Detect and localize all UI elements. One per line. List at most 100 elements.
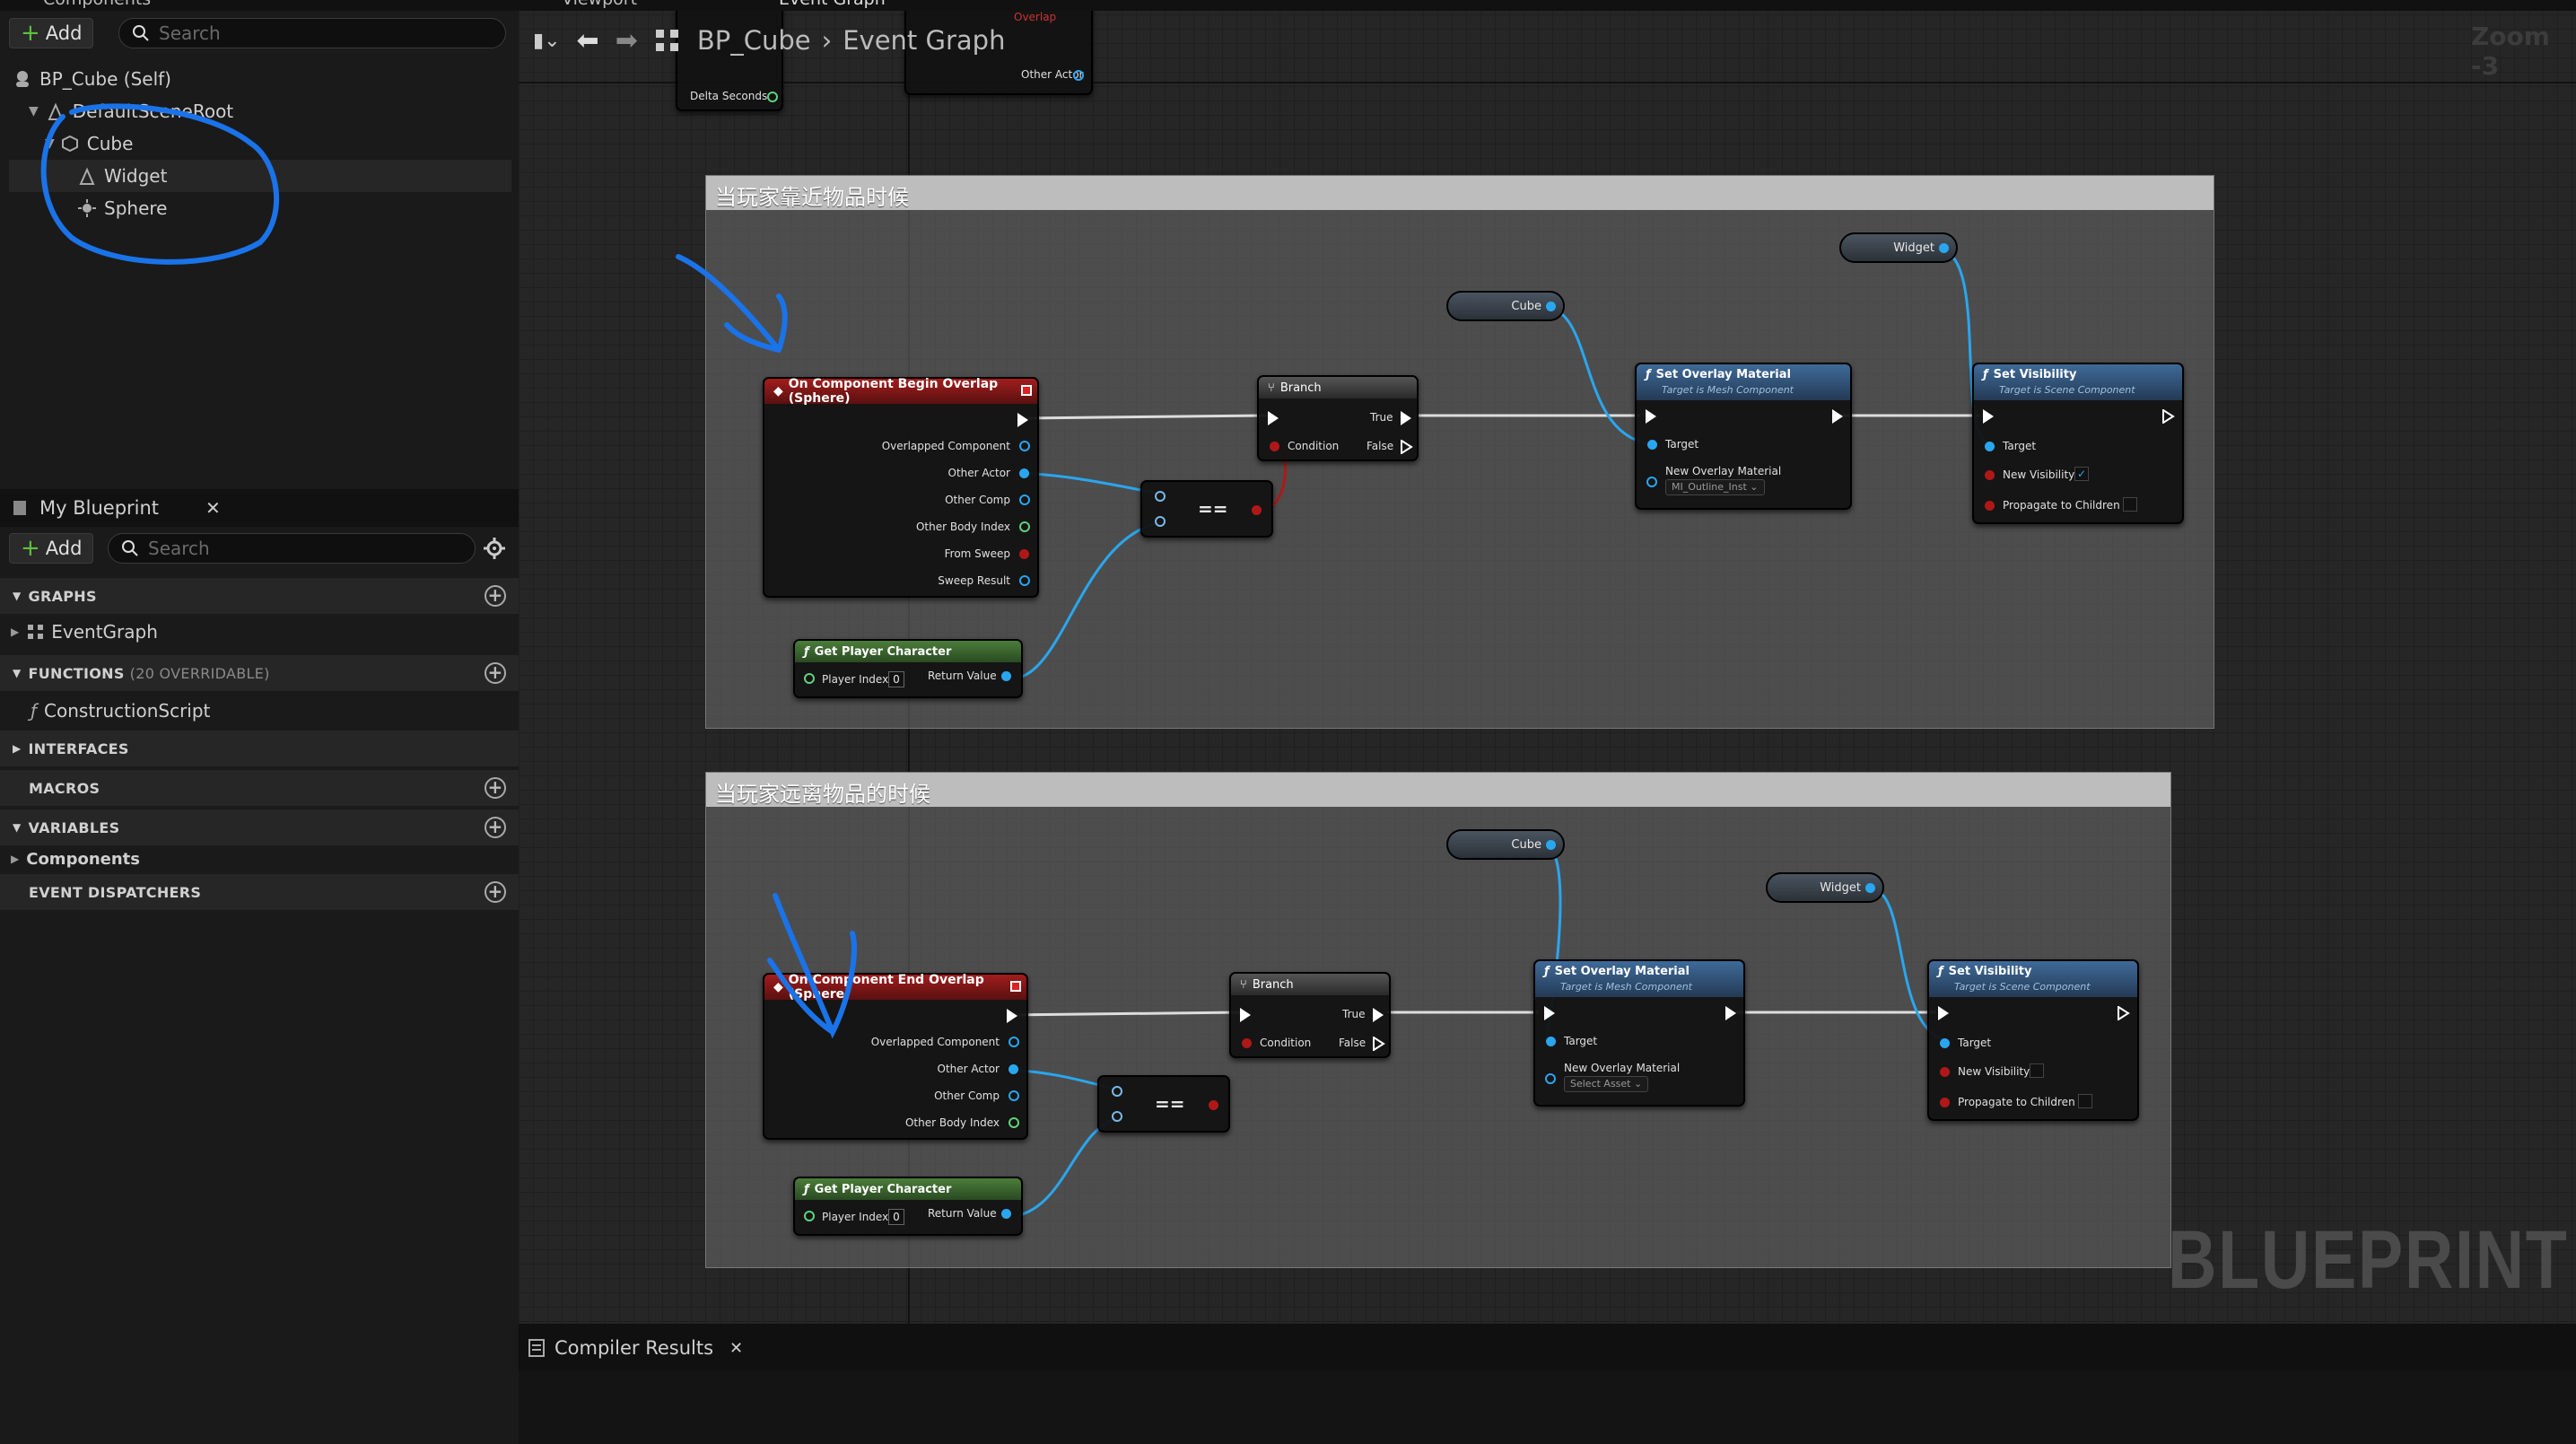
object-pin-icon[interactable] [1646, 477, 1657, 487]
tree-item-event-graph[interactable]: ▶ EventGraph [11, 616, 158, 648]
branch-node[interactable]: ⑂ Branch True Condition False [1229, 972, 1391, 1058]
int-pin-icon[interactable] [804, 1211, 815, 1221]
object-pin-icon[interactable] [1985, 442, 1995, 451]
float-pin-icon[interactable] [767, 92, 778, 102]
equals-node[interactable]: == [1097, 1075, 1230, 1133]
new-visibility-checkbox[interactable] [2030, 1063, 2044, 1078]
exec-in-pin-icon[interactable] [1268, 411, 1279, 425]
components-search-input[interactable]: Search [118, 18, 506, 48]
bool-pin-icon[interactable] [1252, 505, 1262, 515]
exec-out-pin-icon[interactable] [1401, 411, 1411, 425]
set-visibility-node[interactable]: ƒ Set Visibility Target is Scene Compone… [1927, 959, 2139, 1121]
my-blueprint-tab[interactable]: My Blueprint ✕ [11, 489, 221, 527]
material-asset-dropdown[interactable]: Select Asset ⌄ [1564, 1076, 1649, 1092]
bool-pin-icon[interactable] [1940, 1098, 1950, 1107]
object-pin-icon[interactable] [1546, 840, 1556, 850]
object-pin-icon[interactable] [1546, 1037, 1556, 1046]
exec-out-pin-icon[interactable] [1401, 440, 1413, 454]
player-index-field[interactable]: 0 [888, 671, 904, 687]
my-blueprint-search-input[interactable]: Search [108, 533, 476, 564]
exec-in-pin-icon[interactable] [1646, 409, 1656, 424]
exec-out-pin-icon[interactable] [1373, 1008, 1384, 1022]
int-pin-icon[interactable] [804, 673, 815, 684]
delegate-pin-icon[interactable] [1010, 981, 1021, 992]
bool-pin-icon[interactable] [1209, 1100, 1218, 1110]
propagate-checkbox[interactable] [2078, 1094, 2092, 1108]
object-pin-icon[interactable] [1546, 302, 1556, 311]
breadcrumb-graph[interactable]: Event Graph [843, 25, 1006, 56]
object-pin-icon[interactable] [1647, 440, 1657, 450]
object-pin-icon[interactable] [1009, 1064, 1018, 1074]
exec-in-pin-icon[interactable] [1544, 1006, 1555, 1020]
add-macro-icon[interactable]: + [485, 777, 506, 799]
int-pin-icon[interactable] [1009, 1117, 1019, 1128]
object-pin-icon[interactable] [1939, 243, 1949, 253]
cube-variable-node[interactable]: Cube [1446, 829, 1565, 860]
equals-node[interactable]: == [1140, 480, 1273, 538]
object-pin-icon[interactable] [1073, 70, 1084, 81]
object-pin-icon[interactable] [1019, 441, 1030, 451]
get-player-character-node[interactable]: ƒ Get Player Character Player Index 0 Re… [793, 639, 1023, 698]
object-pin-icon[interactable] [1155, 516, 1166, 527]
bool-pin-icon[interactable] [1270, 442, 1279, 451]
object-pin-icon[interactable] [1009, 1037, 1019, 1047]
set-overlay-material-node[interactable]: ƒ Set Overlay Material Target is Mesh Co… [1635, 363, 1852, 510]
bool-pin-icon[interactable] [1985, 501, 1995, 511]
object-pin-icon[interactable] [1112, 1111, 1122, 1122]
set-overlay-material-node[interactable]: ƒ Set Overlay Material Target is Mesh Co… [1533, 959, 1745, 1107]
components-add-button[interactable]: + Add [9, 18, 94, 48]
settings-gear-icon[interactable] [483, 537, 506, 560]
exec-out-pin-icon[interactable] [1373, 1037, 1385, 1051]
delegate-pin-icon[interactable] [1021, 385, 1032, 396]
cube-variable-node[interactable]: Cube [1446, 291, 1565, 321]
bool-pin-icon[interactable] [1019, 549, 1029, 559]
bookmark-icon[interactable]: ▮⌄ [533, 29, 561, 52]
bool-pin-icon[interactable] [1242, 1038, 1252, 1048]
partial-overlap-node[interactable]: Overlap Other Actor [904, 0, 1093, 95]
compiler-results-tab[interactable]: Compiler Results ✕ [528, 1333, 743, 1363]
section-graphs[interactable]: ▼ GRAPHS + [0, 578, 519, 614]
bool-pin-icon[interactable] [1985, 470, 1995, 480]
get-player-character-node[interactable]: ƒ Get Player Character Player Index 0 Re… [793, 1177, 1023, 1236]
object-pin-icon[interactable] [1009, 1090, 1019, 1101]
graph-canvas[interactable]: Delta Seconds Overlap Other Actor 当玩家靠近物… [519, 0, 2576, 1324]
widget-variable-node[interactable]: Widget [1839, 232, 1958, 263]
new-visibility-checkbox[interactable]: ✓ [2074, 467, 2089, 481]
forward-arrow-icon[interactable]: ➡ [615, 24, 638, 57]
object-pin-icon[interactable] [1019, 494, 1030, 505]
exec-out-pin-icon[interactable] [2162, 409, 2175, 424]
tree-item-components[interactable]: ▶ Components [11, 844, 140, 874]
close-icon[interactable]: ✕ [729, 1338, 744, 1358]
widget-variable-node[interactable]: Widget [1766, 872, 1884, 903]
object-pin-icon[interactable] [1155, 491, 1166, 502]
object-pin-icon[interactable] [1001, 671, 1011, 681]
propagate-checkbox[interactable] [2123, 497, 2137, 512]
event-node-end-overlap[interactable]: ◆ On Component End Overlap (Sphere) Over… [763, 973, 1028, 1140]
section-macros[interactable]: MACROS + [0, 770, 519, 806]
tree-item-widget[interactable]: Widget [9, 160, 511, 192]
add-function-icon[interactable]: + [485, 662, 506, 684]
object-pin-icon[interactable] [1545, 1073, 1556, 1084]
player-index-field[interactable]: 0 [888, 1209, 904, 1225]
tab-event-graph[interactable]: Event Graph [779, 0, 886, 9]
event-node-begin-overlap[interactable]: ◆ On Component Begin Overlap (Sphere) Ov… [763, 377, 1039, 598]
object-pin-icon[interactable] [1001, 1209, 1011, 1219]
partial-event-tick-node[interactable]: Delta Seconds [676, 0, 783, 111]
tree-item-self[interactable]: BP_Cube (Self) [13, 63, 171, 95]
tree-item-sphere[interactable]: Sphere [77, 192, 167, 224]
struct-pin-icon[interactable] [1019, 575, 1030, 586]
add-variable-icon[interactable]: + [485, 817, 506, 838]
exec-in-pin-icon[interactable] [1938, 1006, 1949, 1020]
material-asset-dropdown[interactable]: MI_Outline_Inst ⌄ [1665, 479, 1765, 495]
branch-node[interactable]: ⑂ Branch True Condition False [1257, 375, 1419, 461]
object-pin-icon[interactable] [1865, 883, 1875, 893]
exec-out-pin-icon[interactable] [2118, 1006, 2130, 1020]
my-blueprint-add-button[interactable]: + Add [9, 533, 94, 564]
exec-out-pin-icon[interactable] [1007, 1009, 1017, 1023]
add-graph-icon[interactable]: + [485, 585, 506, 607]
close-icon[interactable]: ✕ [205, 497, 221, 519]
comment-title[interactable]: 当玩家远离物品的时候 [706, 773, 2170, 807]
object-pin-icon[interactable] [1019, 468, 1029, 478]
breadcrumb-blueprint[interactable]: BP_Cube [696, 25, 811, 56]
add-dispatcher-icon[interactable]: + [485, 881, 506, 903]
